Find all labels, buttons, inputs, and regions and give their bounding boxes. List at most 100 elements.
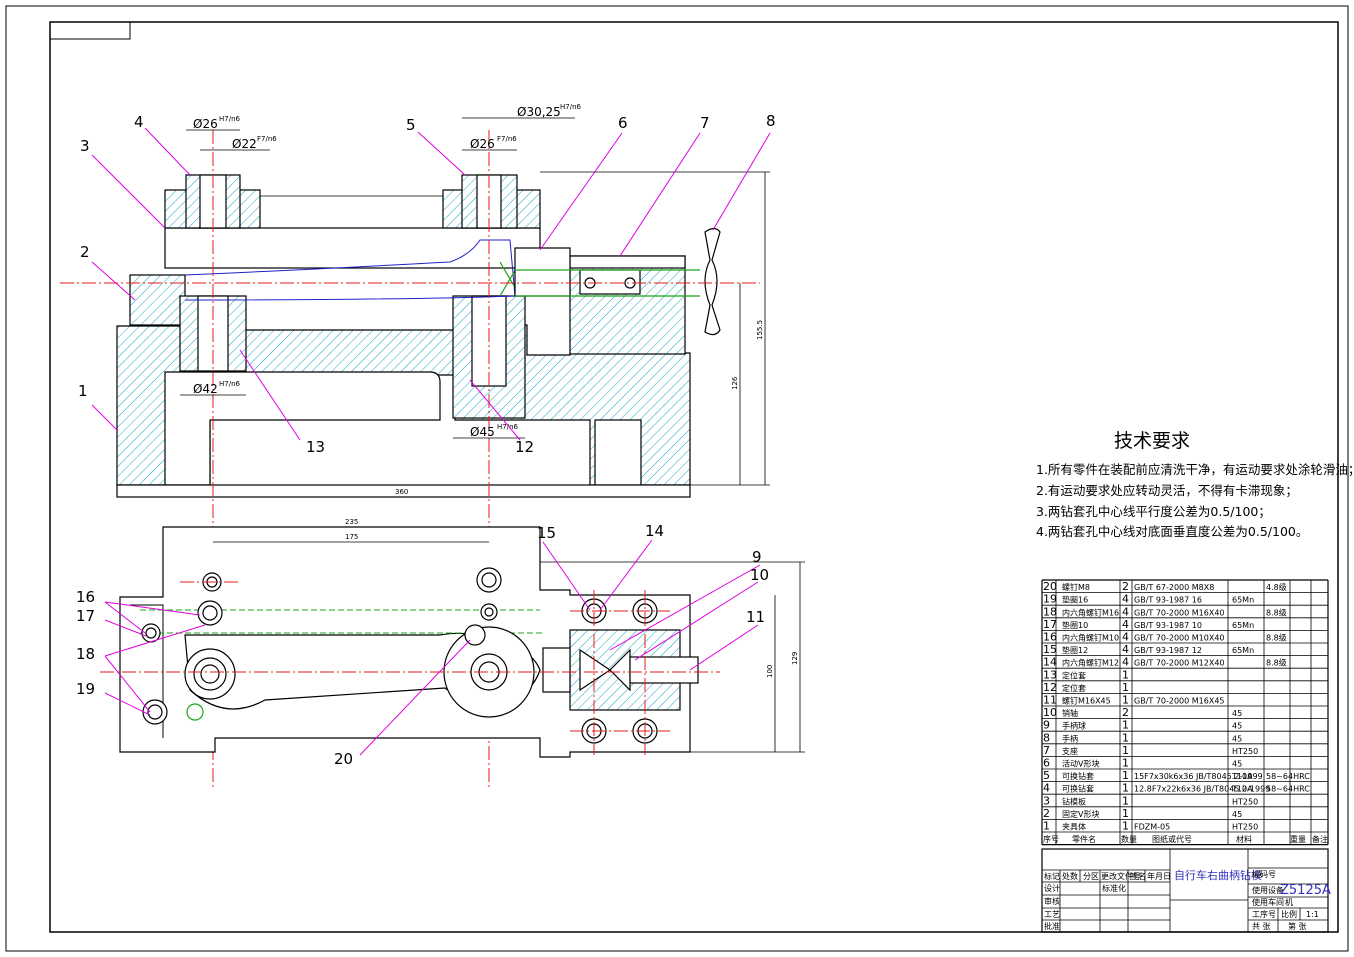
bom-row-8-qty: 1 [1122,731,1129,744]
bom-row-18-no: 18 [1043,605,1057,618]
tb-row-change: 更改文件号 [1101,871,1141,881]
bom-row-14-std: GB/T 70-2000 M12X40 [1134,659,1225,668]
tb-row-mark: 标记 [1044,871,1060,881]
bom-header-qty: 数量 [1121,834,1137,844]
bom-row-12-qty: 1 [1122,681,1129,694]
bom-row-5-no: 5 [1043,769,1050,782]
tb-row-zone: 分区 [1083,872,1099,881]
bom-row-11-name: 螺钉M16X45 [1062,696,1111,706]
fit4-label: Ø26 [193,117,218,131]
bom-row-2-mat: 45 [1232,810,1242,819]
bom-row-17-name: 垫圈10 [1062,620,1088,630]
fit13-label: Ø42 [193,382,218,396]
moving-v-block-6 [514,247,571,297]
callout-7: 7 [700,114,710,132]
tech-item-4: 4.两钻套孔中心线对底面垂直度公差为0.5/100。 [1036,524,1308,539]
bom-row-15-qty: 4 [1122,643,1129,656]
bom-row-5-std: 15F7x30k6x36 JB/T8045.2-1999 [1134,772,1263,781]
bom-row-10-name: 销轴 [1062,708,1078,718]
top-screw-11 [629,656,699,684]
bom-row-10-qty: 2 [1122,706,1129,719]
bom-row-6-mat: 45 [1232,760,1242,769]
bom-row-12-name: 定位套 [1062,683,1086,693]
fit4b-label: Ø22 [232,137,257,151]
bom-row-9-no: 9 [1043,719,1050,732]
bom-row-1-std: FDZM-05 [1134,823,1170,832]
bom-row-13-qty: 1 [1122,668,1129,681]
bom-row-16-qty: 4 [1122,631,1129,644]
sheet-corner-tab [49,21,131,40]
bom-row-5-qty: 1 [1122,769,1129,782]
bom-row-3-no: 3 [1043,794,1050,807]
part-callouts: 1 2 3 4 5 6 7 8 9 10 11 12 13 14 15 16 1… [76,112,776,768]
callout-19: 19 [76,680,95,698]
callout-6: 6 [618,114,628,132]
handle-8 [704,227,721,336]
tb-scale: 1:1 [1306,910,1319,919]
bom-row-18-name: 内六角螺钉M16 [1062,607,1119,617]
bom-row-5-name: 可换钻套 [1062,771,1094,781]
tb-process-label: 工序号 [1252,909,1276,919]
tb-equip-label: 使用设备 [1252,885,1284,895]
bom-row-6-no: 6 [1043,757,1050,770]
bom-row-16-name: 内六角螺钉M10 [1062,633,1119,643]
tb-sheets: 共 张 [1252,922,1271,931]
bom-row-4-mat: T10A [1231,785,1253,794]
tb-row-standard: 标准化 [1102,883,1126,893]
bom-row-13-no: 13 [1043,668,1057,681]
callout-17: 17 [76,607,95,625]
tb-scale-label: 比例 [1281,909,1297,919]
bom-row-3-mat: HT250 [1232,797,1258,806]
dim-235: 235 [345,518,358,526]
bom-row-19-no: 19 [1043,593,1057,606]
tb-row-count: 处数 [1062,871,1078,881]
title-block: 自行车右曲柄钻模 编码号 使用设备 Z5125A 使用车间 机 工序号 比例 1… [1041,848,1331,933]
bom-row-17-qty: 4 [1122,618,1129,631]
bom-row-7-mat: HT250 [1232,747,1258,756]
bom-row-6-qty: 1 [1122,757,1129,770]
bom-row-5-mat: T10A [1231,772,1253,781]
tb-workshop-value: 机 [1285,897,1293,907]
tb-code: Z5125A [1280,883,1331,898]
bom-row-12-no: 12 [1043,681,1057,694]
bom-row-20-name: 螺钉M8 [1062,582,1090,592]
callout-8: 8 [766,112,776,130]
tb-row-sign: 签名 [1130,871,1146,881]
bom-row-3-qty: 1 [1122,794,1129,807]
callout-1: 1 [78,382,88,400]
fit12-tol: H7/n6 [497,423,519,431]
fit5b-tol: F7/n6 [497,135,517,143]
callout-16: 16 [76,588,95,606]
dim-360: 360 [395,488,408,496]
bom-row-9-name: 手柄球 [1062,721,1086,731]
bom-row-1-no: 1 [1043,820,1050,833]
bom-row-16-note: 8.8级 [1266,633,1287,643]
bom-row-8-name: 手柄 [1062,733,1078,743]
tb-row-design: 设计 [1044,883,1060,893]
callout-11: 11 [746,608,765,626]
bom-row-1-name: 夹具体 [1062,822,1086,832]
bom-row-9-qty: 1 [1122,719,1129,732]
bom-row-3-name: 钻模板 [1062,796,1086,806]
top-body-inner [130,604,164,738]
callout-15: 15 [537,524,556,542]
support-7-cap [569,255,686,269]
callout-20: 20 [334,750,353,768]
bom-row-15-name: 垫圈12 [1062,645,1088,655]
bom-row-13-name: 定位套 [1062,670,1086,680]
bom-row-4-std: 12.8F7x22k6x36 JB/T8045.2-1999 [1134,785,1270,794]
bom-row-10-mat: 45 [1232,709,1242,718]
tb-code-label: 编码号 [1252,869,1276,879]
bom-row-17-no: 17 [1043,618,1057,631]
tech-title: 技术要求 [1114,430,1190,452]
bom-header-std: 图纸或代号 [1152,834,1192,844]
tech-item-3: 3.两钻套孔中心线平行度公差为0.5/100； [1036,504,1271,519]
tb-sheet: 第 张 [1288,921,1307,931]
bom-row-11-std: GB/T 70-2000 M16X45 [1134,697,1225,706]
bom-row-17-mat: 65Mn [1232,621,1254,630]
dim-126: 126 [731,376,739,390]
callout-13: 13 [306,438,325,456]
bom-row-5-note: 58~64HRC [1266,772,1310,781]
bom-row-1-mat: HT250 [1232,823,1258,832]
